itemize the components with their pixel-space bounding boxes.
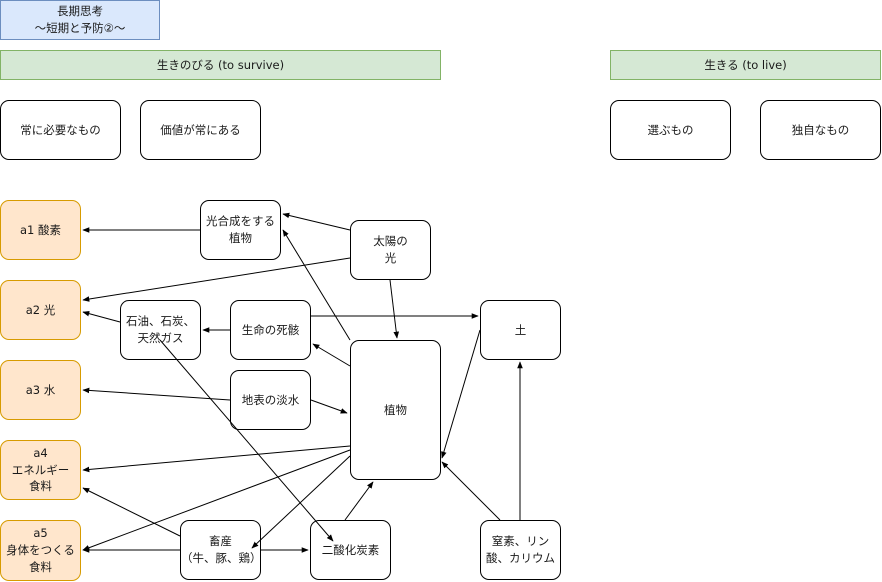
edge-plants-to-photosynthesis (282, 229, 351, 341)
diagram-title: 長期思考 〜短期と予防②〜 (0, 0, 160, 40)
node-remains: 生命の死骸 (230, 300, 311, 360)
need-a5-body-food: a5 身体をつくる 食料 (0, 520, 81, 581)
category-chosen: 選ぶもの (610, 100, 731, 160)
need-a4-energy-food: a4 エネルギー 食料 (0, 440, 81, 500)
edge-sunlight-to-light (82, 257, 351, 302)
need-a2-light: a2 光 (0, 280, 81, 340)
node-fossil-fuels: 石油、石炭、 天然ガス (120, 300, 201, 360)
edge-surface-water-to-plants (310, 399, 348, 414)
node-plants: 植物 (350, 340, 441, 480)
edge-fossil-to-co2 (159, 339, 334, 542)
category-always-needed: 常に必要なもの (0, 100, 121, 160)
edge-co2-to-plants (344, 481, 374, 521)
node-co2: 二酸化炭素 (310, 520, 391, 580)
edge-plants-to-body-food (82, 449, 351, 551)
edge-plants-to-remains (312, 343, 351, 367)
node-photosynthesis-plants: 光合成をする 植物 (200, 200, 281, 260)
category-unique: 独自なもの (760, 100, 881, 160)
need-a1-oxygen: a1 酸素 (0, 200, 81, 260)
node-sunlight: 太陽の 光 (350, 220, 431, 280)
header-survive: 生きのびる (to survive) (0, 50, 441, 80)
edge-plants-to-energy (82, 445, 351, 473)
edge-sunlight-to-plants (389, 279, 400, 339)
category-always-valuable: 価値が常にある (140, 100, 261, 160)
node-minerals: 窒素、リン 酸、カリウム (480, 520, 561, 580)
edge-livestock-to-energy (82, 487, 181, 537)
edge-surface-water-to-water (82, 387, 231, 401)
edge-fossil-to-light (82, 310, 121, 323)
node-surface-water: 地表の淡水 (230, 370, 311, 430)
node-livestock: 畜産 （牛、豚、鶏） (180, 520, 262, 580)
edge-minerals-to-plants (441, 461, 501, 521)
need-a3-water: a3 水 (0, 360, 81, 420)
header-live: 生きる (to live) (610, 50, 881, 80)
edge-plants-to-livestock (251, 455, 351, 549)
edge-sunlight-to-photosynthesis (282, 212, 351, 231)
node-soil: 土 (480, 300, 561, 360)
edge-soil-to-plants (441, 329, 481, 459)
